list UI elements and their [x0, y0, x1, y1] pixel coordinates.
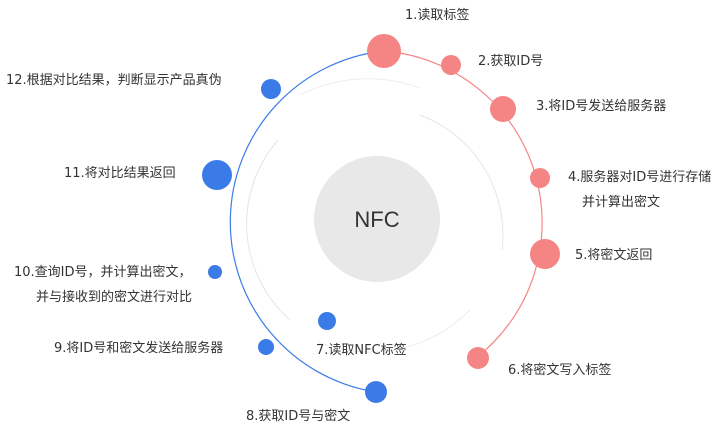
- step-12-dot: [261, 79, 281, 99]
- step-1-dot: [367, 34, 401, 68]
- step-6-dot: [467, 347, 489, 369]
- step-4-label: 4.服务器对ID号进行存储 并计算出密文: [568, 170, 712, 210]
- step-4-dot: [530, 168, 550, 188]
- outer-ring-blue-arc: [229, 50, 385, 393]
- step-10-dot: [208, 265, 222, 279]
- step-7-label: 7.读取NFC标签: [316, 343, 407, 358]
- nfc-center-circle: [314, 156, 440, 282]
- step-6-label: 6.将密文写入标签: [508, 363, 612, 378]
- step-2-dot: [441, 55, 461, 75]
- step-2-label: 2.获取ID号: [478, 54, 544, 69]
- step-11-dot: [202, 160, 232, 190]
- inner-ring-arc-left: [246, 139, 291, 321]
- step-12-label: 12.根据对比结果，判断显示产品真伪: [6, 73, 222, 88]
- inner-ring-arc-right: [419, 114, 504, 251]
- step-5-label: 5.将密文返回: [575, 248, 653, 263]
- step-1-label: 1.读取标签: [405, 8, 470, 23]
- step-8-label: 8.获取ID号与密文: [246, 409, 351, 424]
- step-3-label: 3.将ID号发送给服务器: [536, 99, 667, 114]
- nfc-center-label: NFC: [354, 207, 399, 232]
- step-9-label: 9.将ID号和密文发送给服务器: [54, 341, 224, 356]
- step-9-dot: [258, 339, 274, 355]
- step-8-dot: [365, 381, 387, 403]
- step-5-dot: [530, 239, 560, 269]
- inner-ring-arc-top: [299, 78, 421, 96]
- step-11-label: 11.将对比结果返回: [64, 166, 176, 181]
- step-3-dot: [490, 96, 516, 122]
- step-7-dot: [318, 312, 336, 330]
- step-10-label: 10.查询ID号，并计算出密文， 并与接收到的密文进行对比: [14, 265, 193, 305]
- inner-ring-arc-bottom: [317, 309, 471, 353]
